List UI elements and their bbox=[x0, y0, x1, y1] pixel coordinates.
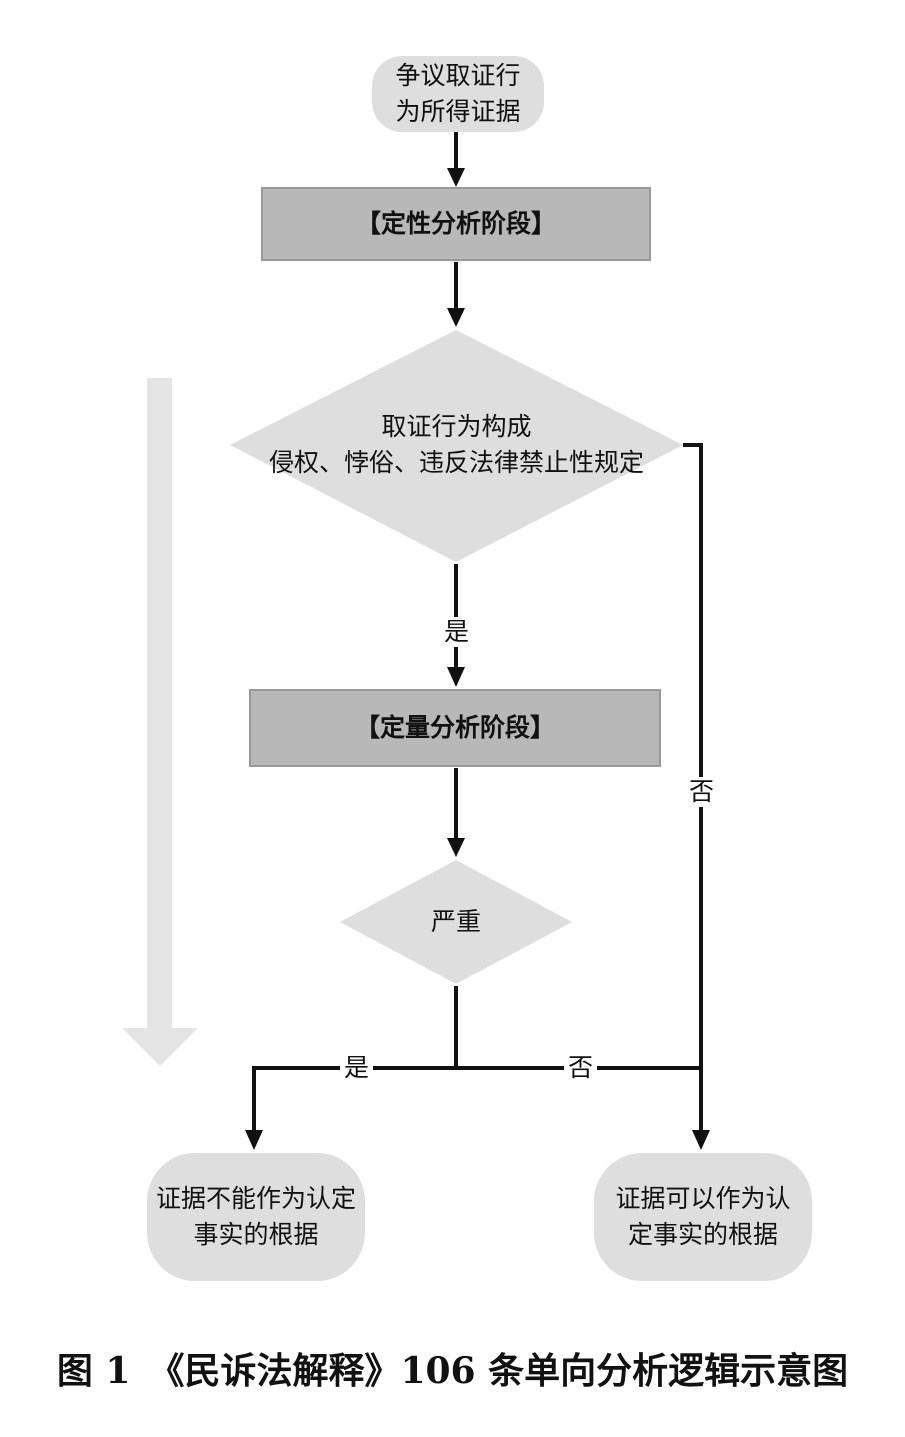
flow-direction-arrow bbox=[122, 378, 198, 1066]
arrowhead-stage1 bbox=[447, 168, 465, 187]
outcome-left-line2: 事实的根据 bbox=[193, 1220, 319, 1249]
edge-label-no1: 否 bbox=[685, 777, 719, 807]
start-node-line1: 争议取证行 bbox=[395, 61, 521, 90]
outcome-right-line2: 定事实的根据 bbox=[627, 1220, 778, 1249]
stage1-label: 【定性分析阶段】 bbox=[355, 209, 556, 238]
decision1-line1: 取证行为构成 bbox=[381, 412, 532, 441]
edge-label-no2: 否 bbox=[564, 1053, 598, 1083]
figure-caption: 图 1 《民诉法解释》106 条单向分析逻辑示意图 bbox=[56, 1350, 849, 1392]
arrowhead-stage2 bbox=[447, 667, 465, 687]
outcome-right-text: 证据可以作为认 定事实的根据 bbox=[594, 1153, 812, 1281]
edge-label-yes1: 是 bbox=[440, 617, 474, 647]
decision2-text: 严重 bbox=[430, 907, 481, 936]
connector-decision1-no-right bbox=[683, 443, 703, 1130]
edge-label-yes2: 是 bbox=[340, 1053, 374, 1083]
stage2-shape bbox=[249, 689, 661, 767]
arrowhead-decision2 bbox=[447, 838, 465, 857]
outcome-left-shape bbox=[147, 1153, 365, 1281]
stage2-label: 【定量分析阶段】 bbox=[354, 713, 555, 742]
start-node-text: 争议取证行 为所得证据 bbox=[372, 56, 544, 132]
decision1-text: 取证行为构成 侵权、悖俗、违反法律禁止性规定 bbox=[230, 402, 683, 488]
stage1-shape bbox=[261, 187, 651, 261]
outcome-left-line1: 证据不能作为认定 bbox=[155, 1184, 356, 1213]
start-node-shape bbox=[372, 56, 544, 132]
outcome-right-shape bbox=[594, 1153, 812, 1281]
decision1-line2: 侵权、悖俗、违反法律禁止性规定 bbox=[268, 448, 644, 477]
outcome-left-text: 证据不能作为认定 事实的根据 bbox=[147, 1153, 365, 1281]
arrowhead-decision1 bbox=[447, 308, 465, 327]
decision1-shape bbox=[230, 330, 683, 562]
arrowhead-right-outcome bbox=[692, 1130, 710, 1150]
start-node-line2: 为所得证据 bbox=[395, 97, 521, 126]
decision2-shape bbox=[340, 860, 572, 984]
outcome-right-line1: 证据可以作为认 bbox=[615, 1184, 791, 1213]
arrowhead-left-outcome bbox=[245, 1130, 263, 1150]
